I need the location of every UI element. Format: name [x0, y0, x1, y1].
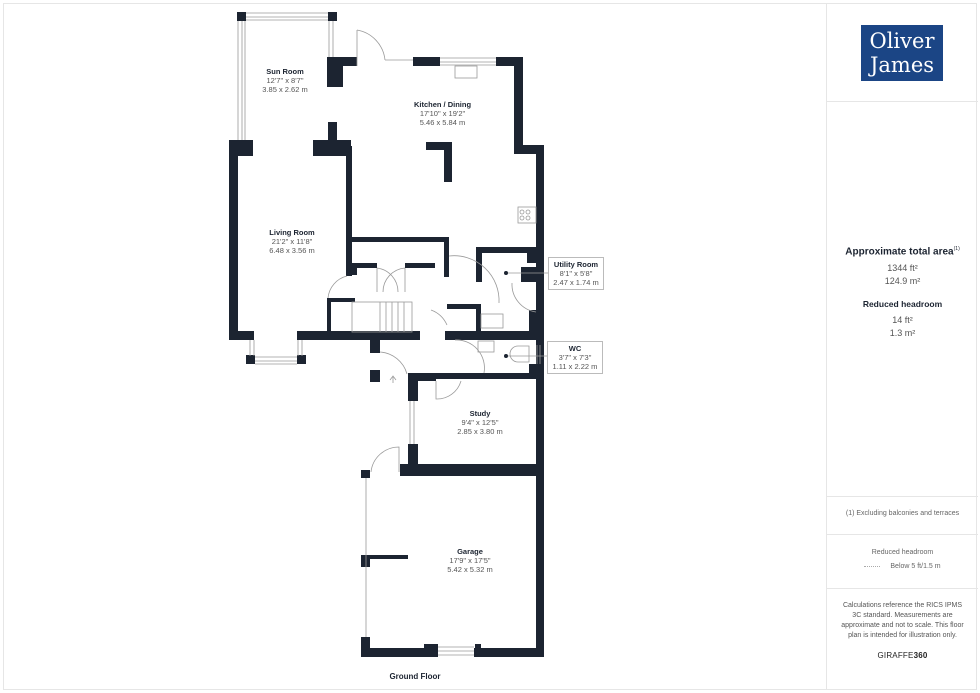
room-imperial: 3'7" x 7'3": [558, 353, 592, 362]
footnote: (1) Excluding balconies and terraces: [827, 497, 978, 535]
room-imperial: 17'10" x 19'2": [419, 109, 466, 118]
brand-line2: James: [869, 53, 935, 77]
room-name: Kitchen / Dining: [413, 100, 472, 109]
reduced-headroom-sqm: 1.3 m²: [889, 328, 916, 339]
headroom-legend: Reduced headroom Below 5 ft/1.5 m: [827, 535, 978, 589]
room-name: WC: [568, 344, 582, 353]
room-garage: Garage 17'9" x 17'5" 5.42 x 5.32 m: [430, 547, 510, 574]
disclaimer-section: Calculations reference the RICS IPMS 3C …: [827, 589, 978, 690]
room-utility-room: Utility Room 8'1" x 5'8" 2.47 x 1.74 m: [548, 257, 604, 290]
room-metric: 3.85 x 2.62 m: [262, 85, 308, 94]
reduced-headroom-sqft: 14 ft²: [892, 315, 913, 326]
dotted-line-icon: [864, 566, 881, 567]
room-metric: 1.11 x 2.22 m: [552, 362, 598, 371]
room-imperial: 21'2" x 11'8": [271, 237, 313, 246]
total-area-sqm: 124.9 m²: [884, 276, 921, 287]
room-study: Study 9'4" x 12'5" 2.85 x 3.80 m: [440, 409, 520, 436]
giraffe360-credit: GIRAFFE360: [877, 651, 928, 660]
logo-section: Oliver James: [827, 3, 978, 102]
room-metric: 5.42 x 5.32 m: [447, 565, 493, 574]
brand-logo: Oliver James: [861, 25, 943, 81]
floor-plan: Sun Room 12'7" x 8'7" 3.85 x 2.62 m Kitc…: [229, 12, 604, 681]
brand-line1: Oliver: [869, 29, 935, 53]
room-name: Sun Room: [266, 67, 304, 76]
disclaimer: Calculations reference the RICS IPMS 3C …: [841, 602, 964, 639]
room-metric: 2.85 x 3.80 m: [457, 427, 503, 436]
room-name: Study: [469, 409, 491, 418]
page-frame: [3, 3, 977, 690]
room-name: Utility Room: [553, 260, 599, 269]
room-wc: WC 3'7" x 7'3" 1.11 x 2.22 m: [547, 341, 603, 374]
room-metric: 2.47 x 1.74 m: [553, 278, 599, 287]
total-area-sqft: 1344 ft²: [887, 263, 918, 274]
room-imperial: 17'9" x 17'5": [449, 556, 491, 565]
room-name: Garage: [457, 547, 483, 556]
floor-label: Ground Floor: [389, 672, 441, 681]
room-living-room: Living Room 21'2" x 11'8" 6.48 x 3.56 m: [256, 228, 328, 255]
legend-item: Below 5 ft/1.5 m: [890, 563, 941, 570]
floor-plan-drawing: [229, 12, 549, 657]
room-name: Living Room: [269, 228, 315, 237]
room-kitchen-dining: Kitchen / Dining 17'10" x 19'2" 5.46 x 5…: [400, 100, 485, 127]
info-sidebar: Oliver James Approximate total area(1) 1…: [826, 3, 978, 690]
room-metric: 6.48 x 3.56 m: [269, 246, 315, 255]
legend-title: Reduced headroom: [871, 549, 934, 556]
room-metric: 5.46 x 5.84 m: [419, 118, 466, 127]
area-summary: Approximate total area(1) 1344 ft² 124.9…: [827, 102, 978, 497]
room-imperial: 9'4" x 12'5": [461, 418, 499, 427]
reduced-headroom-title: Reduced headroom: [862, 299, 943, 310]
room-sun-room: Sun Room 12'7" x 8'7" 3.85 x 2.62 m: [250, 67, 320, 94]
area-title: Approximate total area(1): [845, 246, 960, 258]
room-imperial: 8'1" x 5'8": [559, 269, 593, 278]
room-imperial: 12'7" x 8'7": [266, 76, 304, 85]
windows-and-doors: [237, 12, 549, 656]
